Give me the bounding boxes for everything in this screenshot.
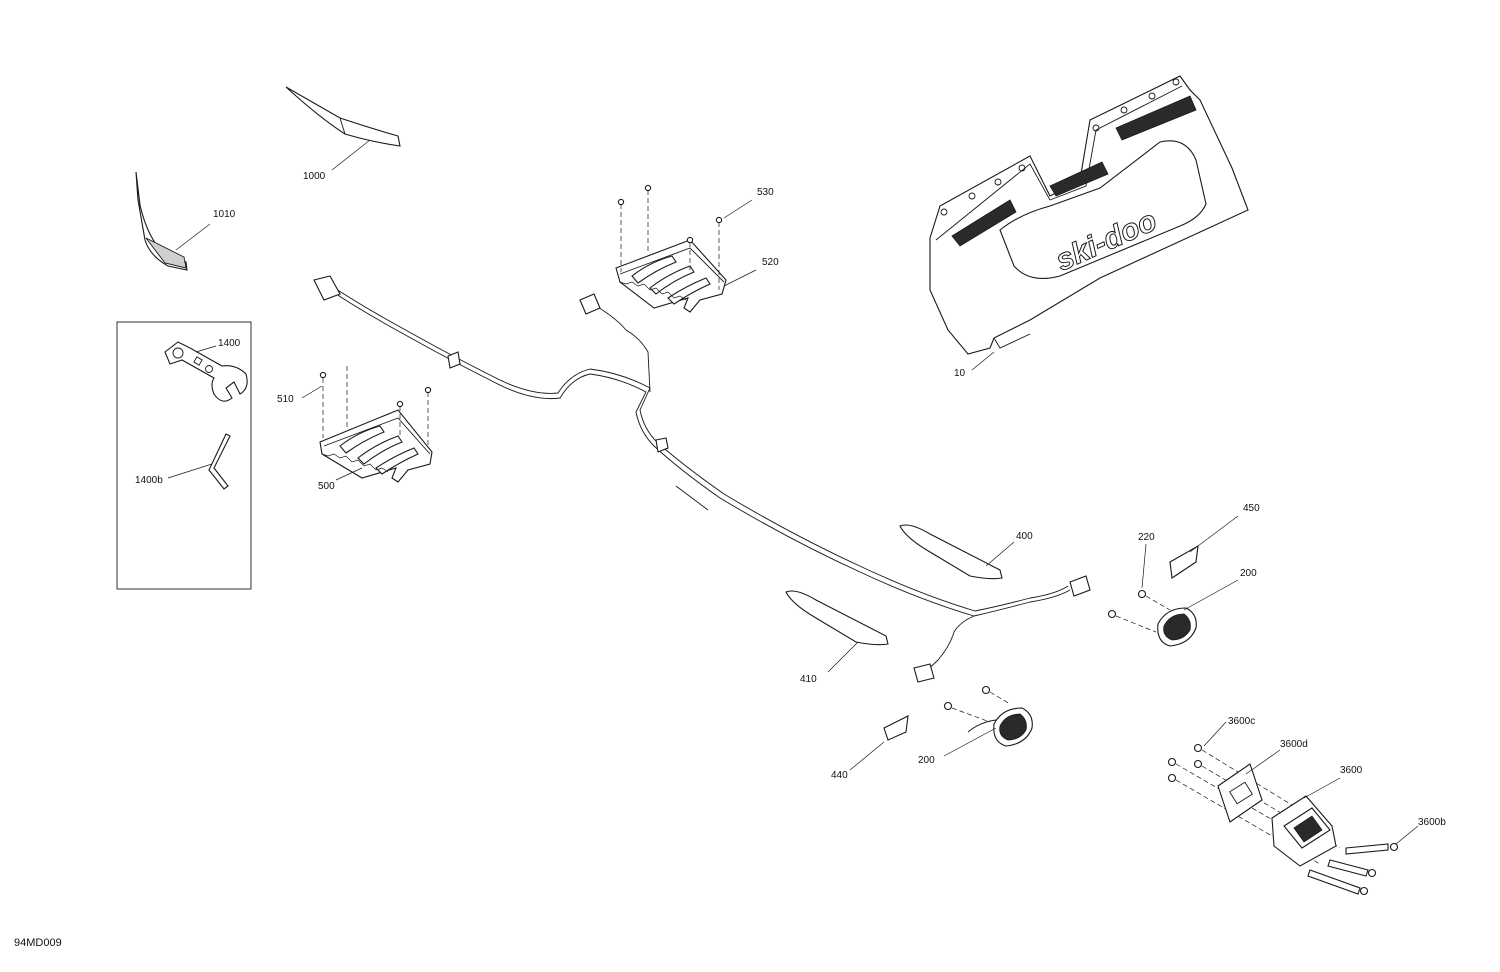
part-3600b-bolts <box>1307 842 1399 896</box>
wiring-harness <box>313 275 1091 683</box>
part-200-light-left <box>967 707 1033 747</box>
part-3600d-plate <box>1217 763 1263 823</box>
callout-410: 410 <box>800 674 817 685</box>
part-400-reflector <box>899 524 1003 580</box>
callout-3600c: 3600c <box>1228 716 1256 727</box>
part-510-screws <box>319 366 432 446</box>
part-410-reflector <box>785 590 889 646</box>
callout-1400b: 1400b <box>135 475 163 486</box>
part-1400-wrench <box>164 341 248 402</box>
callout-10: 10 <box>954 368 966 379</box>
part-200-light-right <box>1157 607 1197 647</box>
callout-500: 500 <box>318 481 335 492</box>
callout-1400: 1400 <box>218 338 241 349</box>
leader-lines <box>167 139 1419 845</box>
callout-510: 510 <box>277 394 294 405</box>
tool-kit-box <box>116 321 252 590</box>
callout-3600d: 3600d <box>1280 739 1308 750</box>
callout-450: 450 <box>1243 503 1260 514</box>
callout-220: 220 <box>1138 532 1155 543</box>
callout-200-right: 200 <box>1240 568 1257 579</box>
callout-520: 520 <box>762 257 779 268</box>
part-500-bracket <box>319 409 433 483</box>
callout-440: 440 <box>831 770 848 781</box>
part-440-reflector <box>883 715 909 741</box>
part-530-screws <box>617 184 723 290</box>
part-10-rear-flap: ski-doo <box>929 75 1249 355</box>
callout-200-left: 200 <box>918 755 935 766</box>
callout-1010: 1010 <box>213 209 236 220</box>
callout-3600b: 3600b <box>1418 817 1446 828</box>
part-220-nut <box>943 589 1171 723</box>
part-450-reflector <box>1169 544 1199 579</box>
drawing-code: 94MD009 <box>14 937 62 949</box>
part-520-bracket <box>615 239 727 313</box>
callout-400: 400 <box>1016 531 1033 542</box>
callout-530: 530 <box>757 187 774 198</box>
part-1400b-hex-key <box>208 433 231 490</box>
part-1010-decal <box>135 171 188 271</box>
callout-3600: 3600 <box>1340 765 1363 776</box>
part-1000-decal <box>285 86 401 147</box>
part-3600-hitch <box>1271 795 1337 867</box>
callout-1000: 1000 <box>303 171 326 182</box>
